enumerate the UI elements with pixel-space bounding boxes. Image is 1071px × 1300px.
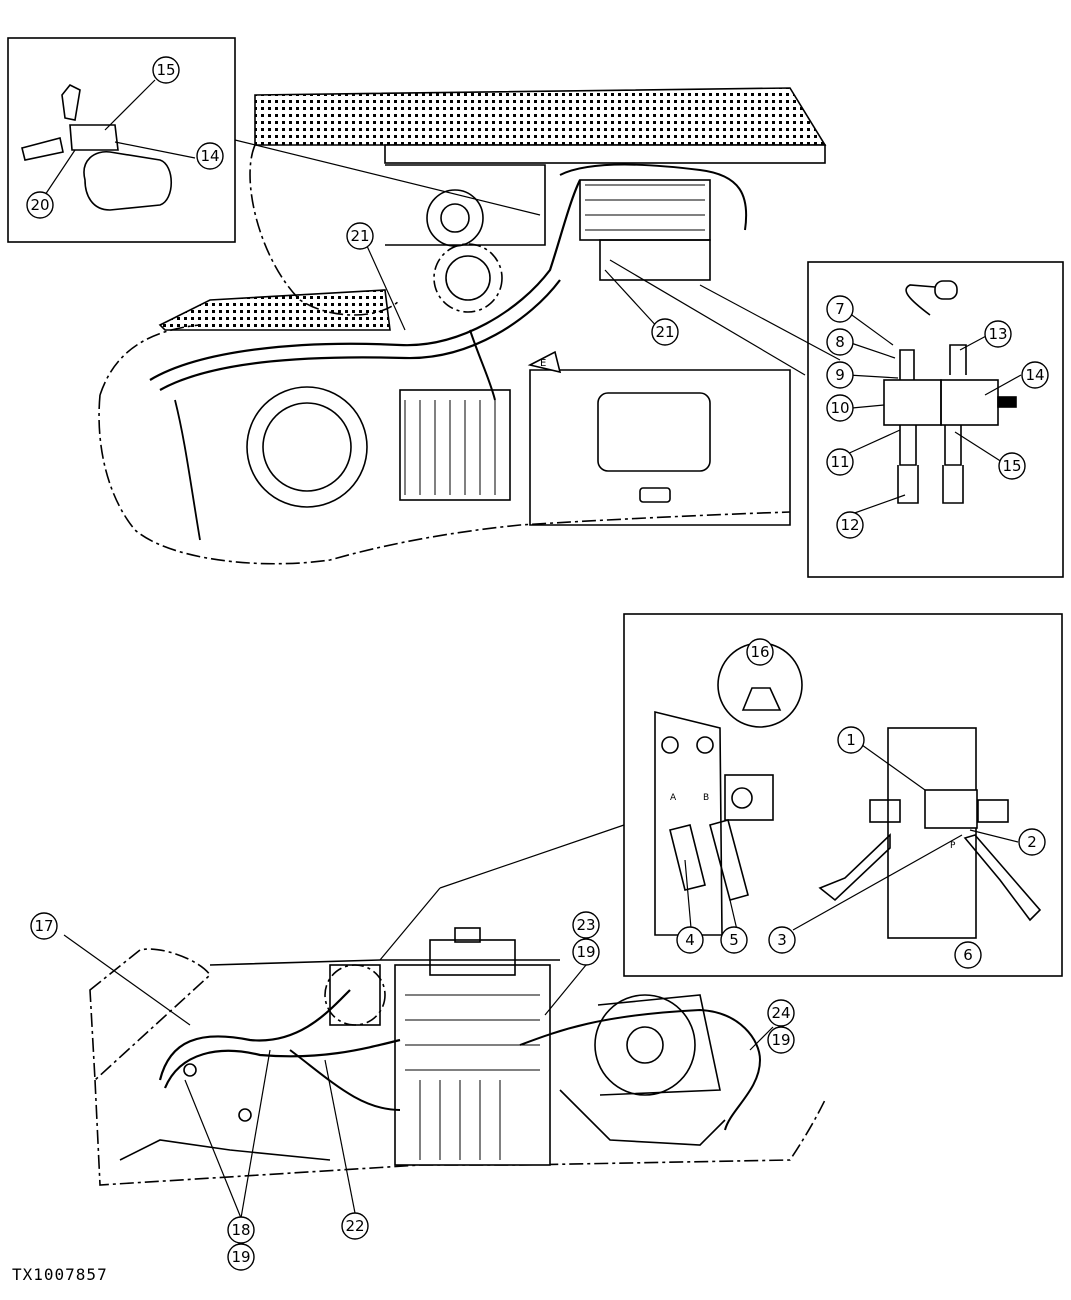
ring-gear-outer [246,386,368,508]
svg-text:14: 14 [200,147,219,165]
svg-text:9: 9 [835,366,845,384]
callout-14-inset: 14 [196,142,224,170]
callout-19-bottom: 19 [227,1243,255,1271]
svg-text:12: 12 [840,516,859,534]
svg-text:11: 11 [830,453,849,471]
callout-15-right: 15 [998,452,1026,480]
svg-text:18: 18 [231,1221,250,1239]
callout-17: 17 [30,912,58,940]
callout-21-left: 21 [346,222,374,250]
svg-text:19: 19 [231,1248,250,1266]
callout-9: 9 [826,361,854,389]
callout-6: 6 [954,941,982,969]
callout-12: 12 [836,511,864,539]
svg-text:19: 19 [576,943,595,961]
svg-text:15: 15 [1002,457,1021,475]
callout-10: 10 [826,394,854,422]
callouts: 15 14 20 21 21 7 8 9 10 11 12 13 14 15 1… [26,56,1049,1271]
figure-id: TX1007857 [12,1265,108,1284]
callout-14-right: 14 [1021,361,1049,389]
svg-text:15: 15 [156,61,175,79]
svg-text:2: 2 [1027,833,1037,851]
callout-22: 22 [341,1212,369,1240]
callout-19-right: 19 [767,1026,795,1054]
upper-platform-grating [254,87,827,146]
svg-text:5: 5 [729,931,739,949]
svg-text:4: 4 [685,931,695,949]
svg-text:13: 13 [988,325,1007,343]
callout-7: 7 [826,295,854,323]
callout-3: 3 [768,926,796,954]
left-grating [158,289,391,331]
port-p-label: P [950,841,956,851]
port-a-label: A [670,793,677,803]
svg-text:16: 16 [750,643,769,661]
swing-drum [594,994,696,1096]
callout-1: 1 [837,726,865,754]
port-b-label: B [703,793,709,803]
svg-text:3: 3 [777,931,787,949]
callout-24: 24 [767,999,795,1027]
callout-13: 13 [984,320,1012,348]
svg-text:8: 8 [835,333,845,351]
svg-text:19: 19 [771,1031,790,1049]
callout-20: 20 [26,191,54,219]
callout-19-top: 19 [572,938,600,966]
leader-lines [63,245,1022,1219]
callout-16: 16 [746,638,774,666]
svg-text:21: 21 [350,227,369,245]
callout-18: 18 [227,1216,255,1244]
callout-11: 11 [826,448,854,476]
svg-text:1: 1 [846,731,856,749]
callout-5: 5 [720,926,748,954]
access-panel [597,392,711,472]
svg-text:17: 17 [34,917,53,935]
callout-15-inset: 15 [152,56,180,84]
svg-text:10: 10 [830,399,849,417]
svg-text:7: 7 [835,300,845,318]
upper-machine-view [98,87,827,565]
port-labels: A B P [670,793,956,851]
svg-text:23: 23 [576,916,595,934]
direction-arrow-label: E [540,358,546,369]
callout-4: 4 [676,926,704,954]
inset-lower-right [379,613,1063,977]
svg-text:6: 6 [963,946,973,964]
callout-21-right: 21 [651,318,679,346]
svg-text:20: 20 [30,196,49,214]
lower-machine-view [89,927,826,1186]
svg-text:14: 14 [1025,366,1044,384]
svg-text:24: 24 [771,1004,790,1022]
callout-8: 8 [826,328,854,356]
callout-23: 23 [572,911,600,939]
mount-plate [887,727,977,939]
svg-text:21: 21 [655,323,674,341]
callout-2: 2 [1018,828,1046,856]
svg-text:22: 22 [345,1217,364,1235]
